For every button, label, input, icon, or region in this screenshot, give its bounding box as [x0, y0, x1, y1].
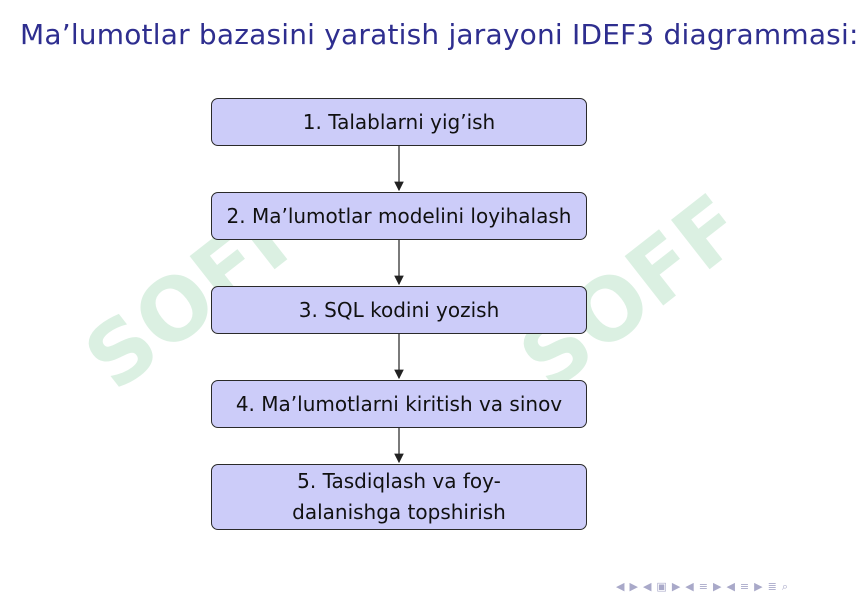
process-step-2-label: 2. Ma’lumotlar modelini loyihalash: [226, 204, 572, 228]
section-left-icon[interactable]: ◀: [685, 580, 694, 593]
process-step-5-label-line1: 5. Tasdiqlash va foy-: [297, 469, 501, 493]
nav-right-icon[interactable]: ▶: [629, 580, 638, 593]
process-step-4: 4. Ma’lumotlarni kiritish va sinov: [211, 380, 587, 428]
search-icon[interactable]: ⌕: [781, 580, 788, 593]
process-step-3-label: 3. SQL kodini yozish: [298, 298, 500, 322]
flow-arrows: [394, 146, 404, 464]
frame-right-icon[interactable]: ▶: [671, 580, 681, 593]
process-step-4-label: 4. Ma’lumotlarni kiritish va sinov: [235, 392, 563, 416]
subsection-right-icon[interactable]: ▶: [754, 580, 763, 593]
slide: SOFF SOFF Ma’lumotlar bazasini yaratish …: [20, 18, 858, 592]
align-icon[interactable]: ≣: [767, 580, 777, 593]
process-step-1-label: 1. Talablarni yig’ish: [302, 110, 496, 134]
process-step-3: 3. SQL kodini yozish: [211, 286, 587, 334]
process-step-5: 5. Tasdiqlash va foy- dalanishga topshir…: [211, 464, 587, 530]
section-icon: ≡: [698, 580, 708, 593]
subsection-left-icon[interactable]: ◀: [726, 580, 735, 593]
process-step-1: 1. Talablarni yig’ish: [211, 98, 587, 146]
navigation-bar: ◀ ▶ ◀ ▣ ▶ ◀ ≡ ▶ ◀ ≡ ▶ ≣ ⌕: [616, 581, 788, 592]
frame-icon: ▣: [656, 580, 667, 593]
section-right-icon[interactable]: ▶: [712, 580, 722, 593]
process-step-2: 2. Ma’lumotlar modelini loyihalash: [211, 192, 587, 240]
slide-title: Ma’lumotlar bazasini yaratish jarayoni I…: [20, 18, 859, 51]
subsection-icon: ≡: [739, 580, 750, 593]
frame-left-icon[interactable]: ◀: [642, 580, 652, 593]
nav-left-icon[interactable]: ◀: [616, 580, 625, 593]
process-step-5-label-line2: dalanishga topshirish: [292, 500, 506, 524]
